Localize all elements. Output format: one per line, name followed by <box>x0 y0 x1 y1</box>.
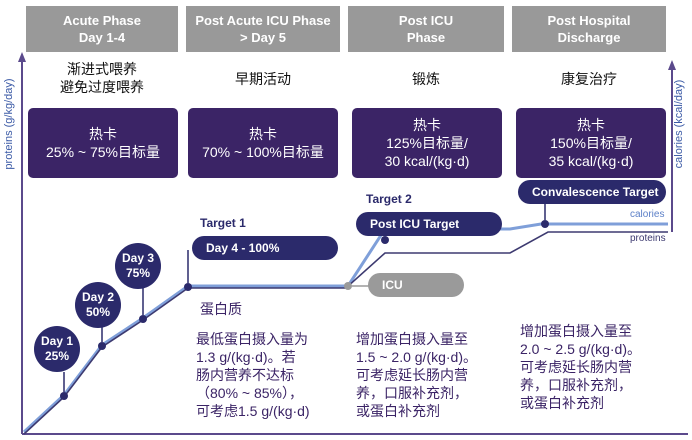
legend-calories: calories <box>630 209 665 220</box>
target2-marker <box>381 236 389 244</box>
calorie-box-acute: 热卡 25% ~ 75%目标量 <box>28 108 178 178</box>
phase-header-post-acute: Post Acute ICU Phase > Day 5 <box>186 6 340 52</box>
icu-discharge-pill: ICU Discharge <box>368 273 464 316</box>
phase-header-post-hospital: Post Hospital Discharge <box>512 6 666 52</box>
right-axis-arrow <box>668 60 676 70</box>
target2-pill: Post ICU Target <box>356 212 502 236</box>
icu-discharge-marker <box>344 282 352 290</box>
subtitle-post-icu: 锻炼 <box>412 71 440 87</box>
phase-title: Post Acute ICU Phase <box>195 13 331 28</box>
calorie-box-post-hospital: 热卡 150%目标量/ 35 kcal/(kg·d) <box>516 108 666 178</box>
protein-text-post-icu: 增加蛋白摄入量至 1.5 ~ 2.0 g/(kg·d)。 可考虑延长肠内营 养，… <box>356 331 478 419</box>
phase-header-post-icu: Post ICU Phase <box>348 6 504 52</box>
calories-line <box>22 222 668 434</box>
phase-days: Day 1-4 <box>78 30 126 45</box>
phase-title: Acute Phase <box>62 13 142 28</box>
subtitle-acute: 渐进式喂养 避免过度喂养 <box>60 61 144 95</box>
legend-proteins: proteins <box>630 233 666 244</box>
day3-marker <box>139 315 147 323</box>
calorie-box-post-acute: 热卡 70% ~ 100%目标量 <box>188 108 338 178</box>
phase-days: Phase <box>406 30 446 45</box>
proteins-line <box>23 231 668 435</box>
target1-label: Target 1 <box>200 216 246 230</box>
protein-title: 蛋白质 <box>200 301 242 317</box>
calorie-box-post-icu: 热卡 125%目标量/ 30 kcal/(kg·d) <box>352 108 502 178</box>
protein-text-post-hospital: 增加蛋白摄入量至 2.0 ~ 2.5 g/(kg·d)。 可考虑延长肠内营 养，… <box>520 323 642 411</box>
phase-days: Discharge <box>557 30 621 45</box>
phase-title: Post Hospital <box>547 13 631 28</box>
phase-header-acute: Acute Phase Day 1-4 <box>26 6 178 52</box>
left-axis-arrow <box>18 52 26 62</box>
day2-circle: Day 2 50% <box>75 282 121 328</box>
left-axis-label: proteins (g/kg/day) <box>3 78 15 170</box>
subtitle-post-hospital: 康复治疗 <box>561 71 617 87</box>
convalescence-marker <box>541 220 549 228</box>
day1-circle: Day 1 25% <box>34 326 80 372</box>
phase-days: > Day 5 <box>240 30 286 45</box>
day2-marker <box>98 342 106 350</box>
phase-title: Post ICU <box>398 13 454 28</box>
right-axis-label: calories (kcal/day) <box>673 79 685 169</box>
protein-text-post-acute: 最低蛋白摄入量为 1.3 g/(kg·d)。若 肠内营养不达标 （80% ~ 8… <box>196 331 310 419</box>
day3-circle: Day 3 75% <box>115 243 161 289</box>
target1-pill: Day 4 - 100% <box>192 236 338 260</box>
target2-label: Target 2 <box>366 192 412 206</box>
subtitle-post-acute: 早期活动 <box>235 71 291 87</box>
target1-marker <box>184 283 192 291</box>
day1-marker <box>60 392 68 400</box>
convalescence-pill: Convalescence Target <box>518 180 666 204</box>
